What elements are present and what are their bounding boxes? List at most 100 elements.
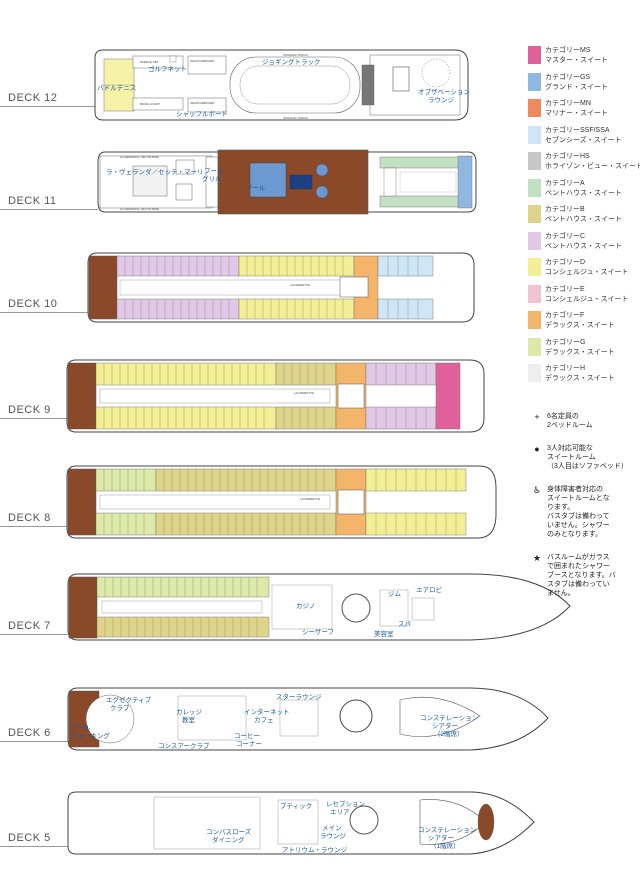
legend-swatch (528, 337, 541, 356)
legend-swatch (528, 152, 541, 170)
legend-name: デラックス・スイート (545, 375, 615, 382)
paddle-tennis-label: パドルテニス (97, 84, 136, 92)
svg-text:LA VERANDA / SETTE MARI: LA VERANDA / SETTE MARI (120, 155, 159, 159)
legend-item-f: カテゴリーF デラックス・スイート (528, 309, 638, 335)
legend-item-a: カテゴリーA ペントハウス・スイート (528, 177, 638, 203)
svg-text:（2階席）: （2階席） (434, 729, 464, 738)
svg-text:（1階席）: （1階席） (430, 841, 460, 850)
svg-text:カフェ: カフェ (254, 716, 274, 724)
legend-item-g: カテゴリーG デラックス・スイート (528, 336, 638, 362)
pool (249, 162, 287, 198)
svg-text:ラウンジ: ラウンジ (428, 96, 455, 104)
observation-lounge-label: オブザベーション (418, 87, 470, 96)
deck-8-laundrette: LAUNDRETTE (300, 497, 320, 501)
legend-code: カテゴリーE (545, 285, 585, 293)
svg-text:LA VERANDA / SETTE MARI: LA VERANDA / SETTE MARI (120, 207, 159, 211)
deck-8-label: DECK 8 (8, 512, 51, 524)
legend-item-b: カテゴリーB ペントハウス・スイート (528, 203, 638, 229)
svg-text:ウォーキング: ウォーキング (71, 731, 110, 740)
legend-item-gs: カテゴリーGS グランド・スイート (528, 71, 638, 97)
deck-9-label: DECK 9 (8, 404, 51, 416)
svg-text:ラウンジ: ラウンジ (320, 832, 347, 840)
sea-surf-label: シーサーフ (302, 628, 334, 636)
legend-name: セブンシーズ・スイート (545, 136, 622, 144)
svg-text:JOGGING TRACK: JOGGING TRACK (283, 116, 308, 120)
legend-swatch (528, 311, 541, 329)
svg-text:PADDLE NET: PADDLE NET (140, 60, 159, 64)
deck-12-plan: PADDLE NET SHUFFLEBOARD BOCE COURT SHUFF… (94, 49, 470, 121)
legend-code: カテゴリーGS (545, 73, 591, 81)
theater-balcony (399, 696, 481, 737)
svg-text:シアター: シアター (432, 721, 458, 730)
legend-item-hs: カテゴリーHS ホライゾン・ビュー・スイート (528, 150, 640, 176)
legend-name: コンシェルジュ・スイート (545, 269, 629, 276)
theater-upper-label: コンステレーション (420, 714, 478, 722)
legend-item-ms: カテゴリーMS マスター・スイート (528, 44, 638, 70)
svg-text:シアター: シアター (428, 833, 454, 842)
svg-text:コーナー: コーナー (236, 740, 262, 748)
legend-code: カテゴリーC (545, 232, 586, 240)
svg-text:SHUFFLEBOARD: SHUFFLEBOARD (190, 59, 215, 63)
internet-cafe-label: インターネット (244, 707, 290, 716)
main-lounge-label: メイン (322, 825, 342, 832)
gym-label: ジム (388, 590, 402, 598)
deck-6-label: DECK 6 (8, 727, 51, 739)
legend-swatch (528, 205, 541, 223)
legend-item-mn: カテゴリーMN マリナー・スイート (528, 97, 638, 123)
legend-swatch (528, 258, 541, 276)
note-triple: ● 3人対応可能な スイートルーム （3人目はソファベッド） (527, 444, 637, 471)
deck-6-plan: エグゼクティブ クラブ プール ウォーキング カレッジ 教室 インターネット カ… (67, 687, 549, 751)
reception-label: レセプション (326, 800, 365, 808)
golf-net-label: ゴルフネット (148, 64, 187, 73)
legend-swatch (528, 231, 541, 250)
legend-name: グランド・スイート (545, 83, 608, 91)
legend-name: ペントハウス・スイート (545, 189, 622, 197)
deck-9-leader (0, 418, 68, 419)
beauty-salon-label: 美容室 (374, 629, 394, 638)
theater-lower-label: コンステレーション (418, 826, 476, 834)
legend-item-e: カテゴリーE コンシェルジュ・スイート (528, 283, 638, 309)
compass-rose (153, 796, 261, 850)
legend-item-d: カテゴリーD コンシェルジュ・スイート (528, 256, 638, 282)
legend-code: カテゴリーF (545, 312, 585, 319)
legend-code: カテゴリーHS (545, 153, 590, 160)
note-text: 3人対応可能な スイートルーム （3人目はソファベッド） (547, 445, 628, 470)
pool-walking-label: プール (71, 724, 91, 732)
legend-swatch (528, 99, 541, 117)
executive-club-label: エグゼクティブ (106, 695, 152, 704)
pool-grill-label: プール (204, 167, 224, 175)
note-two-bedroom: + 6名定員の 2ベッドルーム (527, 412, 637, 430)
legend-code: カテゴリーSSF/SSA (545, 126, 610, 134)
atrium-lounge-label: アトリウム・ラウンジ (282, 846, 348, 854)
legend-name: マリナー・スイート (545, 110, 608, 117)
svg-text:SHUFFLEBOARD: SHUFFLEBOARD (190, 101, 215, 105)
note-text: 6名定員の 2ベッドルーム (547, 413, 593, 429)
deck-11-plan: POOL LA VERANDA / SETTE MARI LA VERANDA … (97, 149, 477, 215)
deck-9-laundrette: LAUNDRETTE (294, 391, 314, 395)
legend-item-h: カテゴリーH デラックス・スイート (528, 362, 638, 388)
connoisseur-club-label: コンスアークラブ (158, 741, 210, 750)
deck-11-label: DECK 11 (8, 195, 57, 207)
note-shower: ★ バスルームがガラス で囲まれたシャワー ブースとなります。バ スタブは備わっ… (527, 553, 637, 598)
deck-6-leader (0, 741, 68, 742)
svg-text:ダイニング: ダイニング (212, 835, 245, 844)
svg-text:教室: 教室 (182, 715, 196, 724)
shuffleboard-label: シャッフルボード (176, 110, 228, 118)
deck-12-label: DECK 12 (8, 92, 58, 104)
deck-5-leader (0, 846, 70, 847)
category-legend: カテゴリーMS マスター・スイート カテゴリーGS グランド・スイート カテゴリ… (528, 44, 640, 389)
legend-name: ペントハウス・スイート (545, 242, 622, 250)
legend-item-c: カテゴリーC ペントハウス・スイート (528, 230, 638, 256)
legend-swatch (528, 178, 541, 197)
legend-name: コンシェルジュ・スイート (545, 295, 629, 303)
legend-name: デラックス・スイート (545, 348, 615, 356)
legend-swatch (528, 284, 541, 303)
plus-icon: + (534, 412, 540, 422)
legend-name: デラックス・スイート (545, 322, 615, 329)
casino-area (271, 584, 333, 630)
spa-label: スパ (398, 620, 412, 628)
legend-code: カテゴリーMS (545, 47, 591, 54)
aerobics-label: エアロビ (416, 585, 442, 594)
symbol-notes: + 6名定員の 2ベッドルーム ● 3人対応可能な スイートルーム （3人目はソ… (527, 412, 637, 612)
legend-name: マスター・スイート (545, 57, 608, 64)
